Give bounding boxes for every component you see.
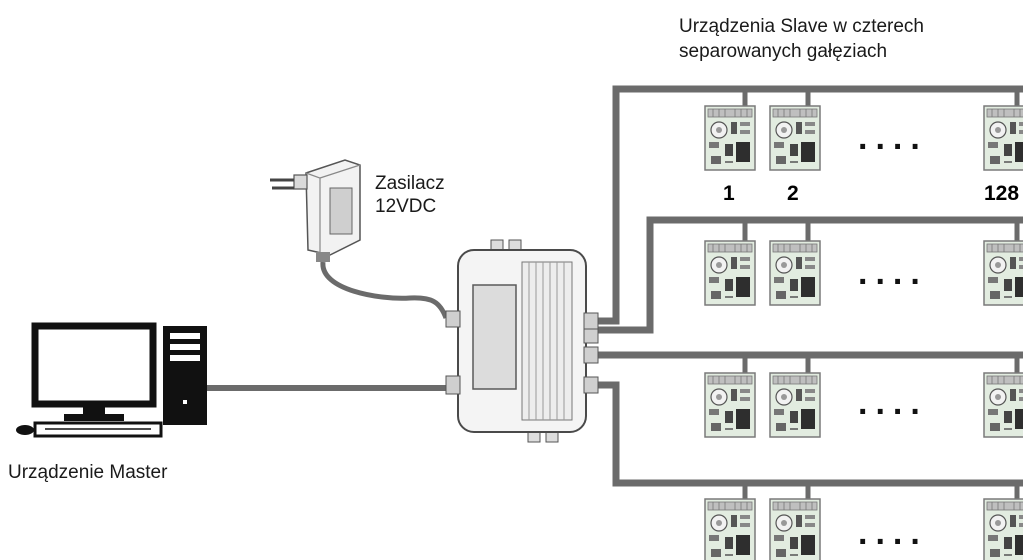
branch-1-line [596,85,1023,325]
ellipsis-branch-1: .... [858,119,928,157]
psu-label-line2: 12VDC [375,196,437,217]
power-supply-label: Zasilacz 12VDC [375,172,445,218]
ellipsis-branch-4: .... [858,514,928,552]
ellipsis-branch-2: .... [858,254,928,292]
slave-number-128: 128 [984,182,1020,205]
slave-number-1: 1 [723,182,735,205]
slave-devices-label: Urządzenia Slave w czterech separowanych… [679,14,924,64]
branch-2-line [596,216,1023,334]
slave-label-line1: Urządzenia Slave w czterech [679,16,924,37]
ellipsis-branch-3: .... [858,384,928,422]
master-device-label: Urządzenie Master [8,462,168,483]
psu-label-line1: Zasilacz [375,173,445,194]
slave-label-line2: separowanych gałęziach [679,41,888,62]
branch-4-line [596,381,1023,487]
master-computer-icon [16,322,207,438]
hub-device [445,239,599,443]
power-supply-icon [270,159,449,319]
slave-modules [704,105,1023,560]
slave-number-2: 2 [787,182,799,205]
